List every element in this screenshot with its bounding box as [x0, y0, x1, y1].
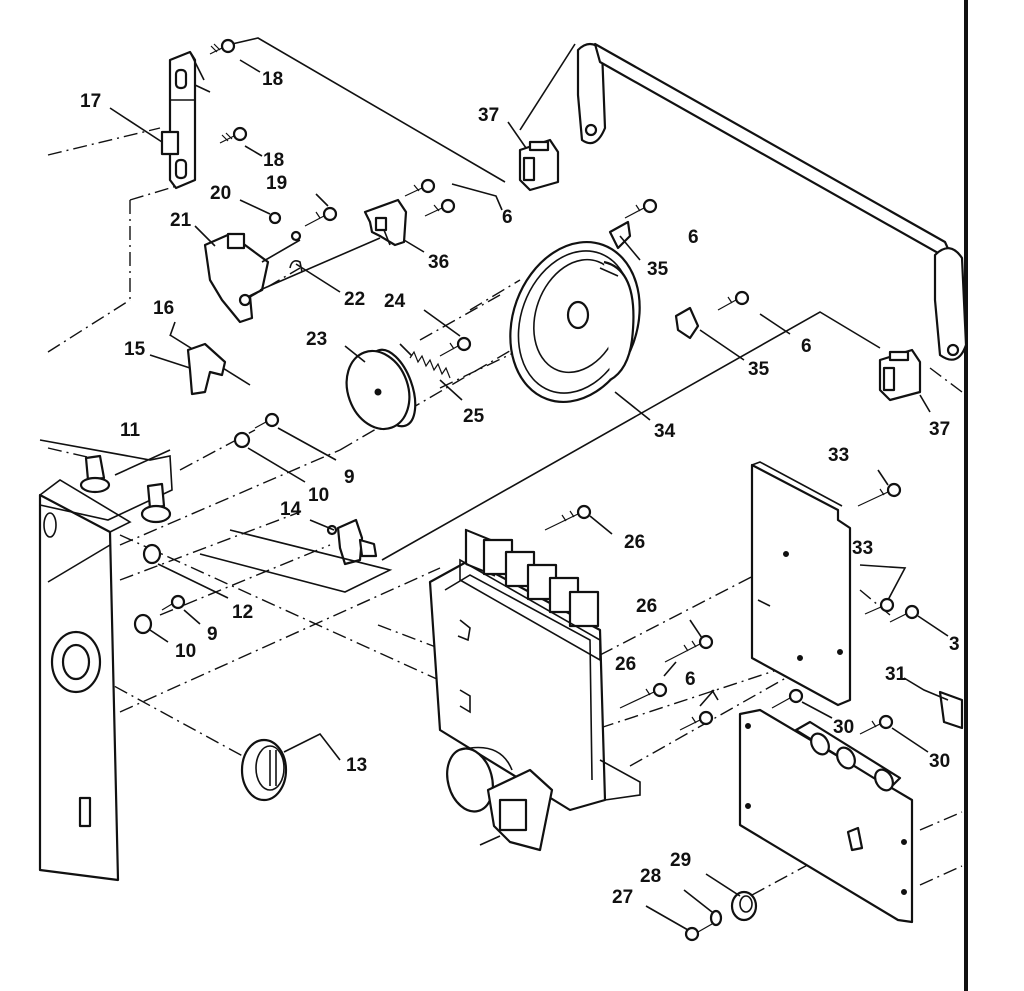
part-18-screw-top: [209, 38, 236, 55]
part-6-screws-top: [404, 178, 503, 217]
label-33-top: 33: [828, 445, 850, 466]
label-6-right: 6: [801, 336, 812, 357]
small-speaker: [446, 746, 513, 813]
label-27: 27: [612, 887, 634, 908]
part-29-knob-cap: [730, 826, 864, 922]
part-22-spring-clip: [289, 260, 303, 273]
label-6-board: 6: [685, 669, 696, 690]
bottom-connector: [479, 768, 554, 852]
label-19: 19: [266, 173, 288, 194]
label-leaders: [109, 59, 949, 931]
part-28-washer: [709, 909, 723, 927]
label-35-top: 35: [647, 259, 669, 280]
label-21: 21: [170, 210, 192, 231]
part-9-screw-bottom: [161, 594, 186, 611]
label-17: 17: [80, 91, 102, 112]
part-6-screw-speaker-right: [717, 290, 750, 311]
label-37-bottom: 37: [929, 419, 951, 440]
label-22: 22: [344, 289, 366, 310]
label-12: 12: [232, 602, 254, 623]
label-13: 13: [346, 755, 368, 776]
label-9-top: 9: [344, 467, 355, 488]
label-25: 25: [463, 406, 485, 427]
part-19-screw: [304, 206, 338, 227]
part-21-switch-lever: [203, 230, 381, 324]
part-15-button: [186, 342, 227, 396]
push-buttons: [459, 528, 601, 662]
label-28: 28: [640, 866, 662, 887]
part-11-bracket: [39, 439, 173, 524]
label-26-top: 26: [624, 532, 646, 553]
label-6-top: 6: [502, 207, 513, 228]
label-11: 11: [120, 420, 141, 441]
part-12-spacer: [142, 543, 162, 565]
label-30-left: 30: [833, 717, 855, 738]
part-30-screws: [771, 688, 894, 735]
guide-lines: [47, 37, 967, 896]
part-9-screw-top: [254, 412, 280, 429]
carrying-handle: [576, 42, 968, 361]
label-33-mid: 33: [852, 538, 874, 559]
part-37-handle-bracket-bottom: [878, 348, 922, 402]
label-26-mid: 26: [636, 596, 658, 617]
label-15: 15: [124, 339, 146, 360]
label-18-top: 18: [262, 69, 284, 90]
part-36-switch-plate: [363, 198, 408, 247]
label-31: 31: [885, 664, 907, 685]
label-10-top: 10: [308, 485, 330, 506]
label-3-partial: 3: [949, 634, 960, 655]
label-36: 36: [428, 252, 450, 273]
part-27-screw: [684, 923, 713, 942]
part-23-pulley: [345, 348, 417, 431]
part-14-connector: [199, 518, 393, 593]
part-17-latch-bracket: [160, 50, 211, 190]
label-37-top: 37: [478, 105, 500, 126]
part-26-screws: [544, 504, 714, 709]
part-10-washer-bottom: [133, 613, 153, 635]
part-18-screw-mid: [219, 126, 248, 144]
part-13-knob: [240, 738, 288, 802]
fuse-holder: [794, 720, 902, 792]
fuse-pcb: [738, 708, 914, 924]
left-chassis: [38, 479, 132, 882]
label-30-right: 30: [929, 751, 951, 772]
label-10-bottom: 10: [175, 641, 197, 662]
part-25-spring: [399, 343, 451, 379]
part-24-screw: [439, 336, 472, 357]
part-37-handle-bracket-top: [518, 138, 560, 192]
part-10-washer-top: [233, 431, 251, 449]
part-35-clip-top: [608, 220, 632, 250]
label-24: 24: [384, 291, 406, 312]
label-29: 29: [670, 850, 692, 871]
label-26-low: 26: [615, 654, 637, 675]
part-20-washer: [268, 211, 282, 225]
label-14: 14: [280, 499, 302, 520]
label-35-right: 35: [748, 359, 770, 380]
label-6-speaker-top: 6: [688, 227, 699, 248]
part-33-screws: [857, 482, 920, 623]
label-34: 34: [654, 421, 676, 442]
label-16: 16: [153, 298, 175, 319]
label-23: 23: [306, 329, 328, 350]
part-35-clip-right: [674, 306, 700, 340]
label-9-bottom: 9: [207, 624, 218, 645]
part-6-screw-speaker-top: [624, 198, 658, 219]
part-34-speaker: [509, 240, 641, 404]
label-20: 20: [210, 183, 232, 204]
part-33-pcb: [750, 461, 852, 707]
label-18-mid: 18: [263, 150, 285, 171]
part-31-bracket: [938, 690, 964, 730]
